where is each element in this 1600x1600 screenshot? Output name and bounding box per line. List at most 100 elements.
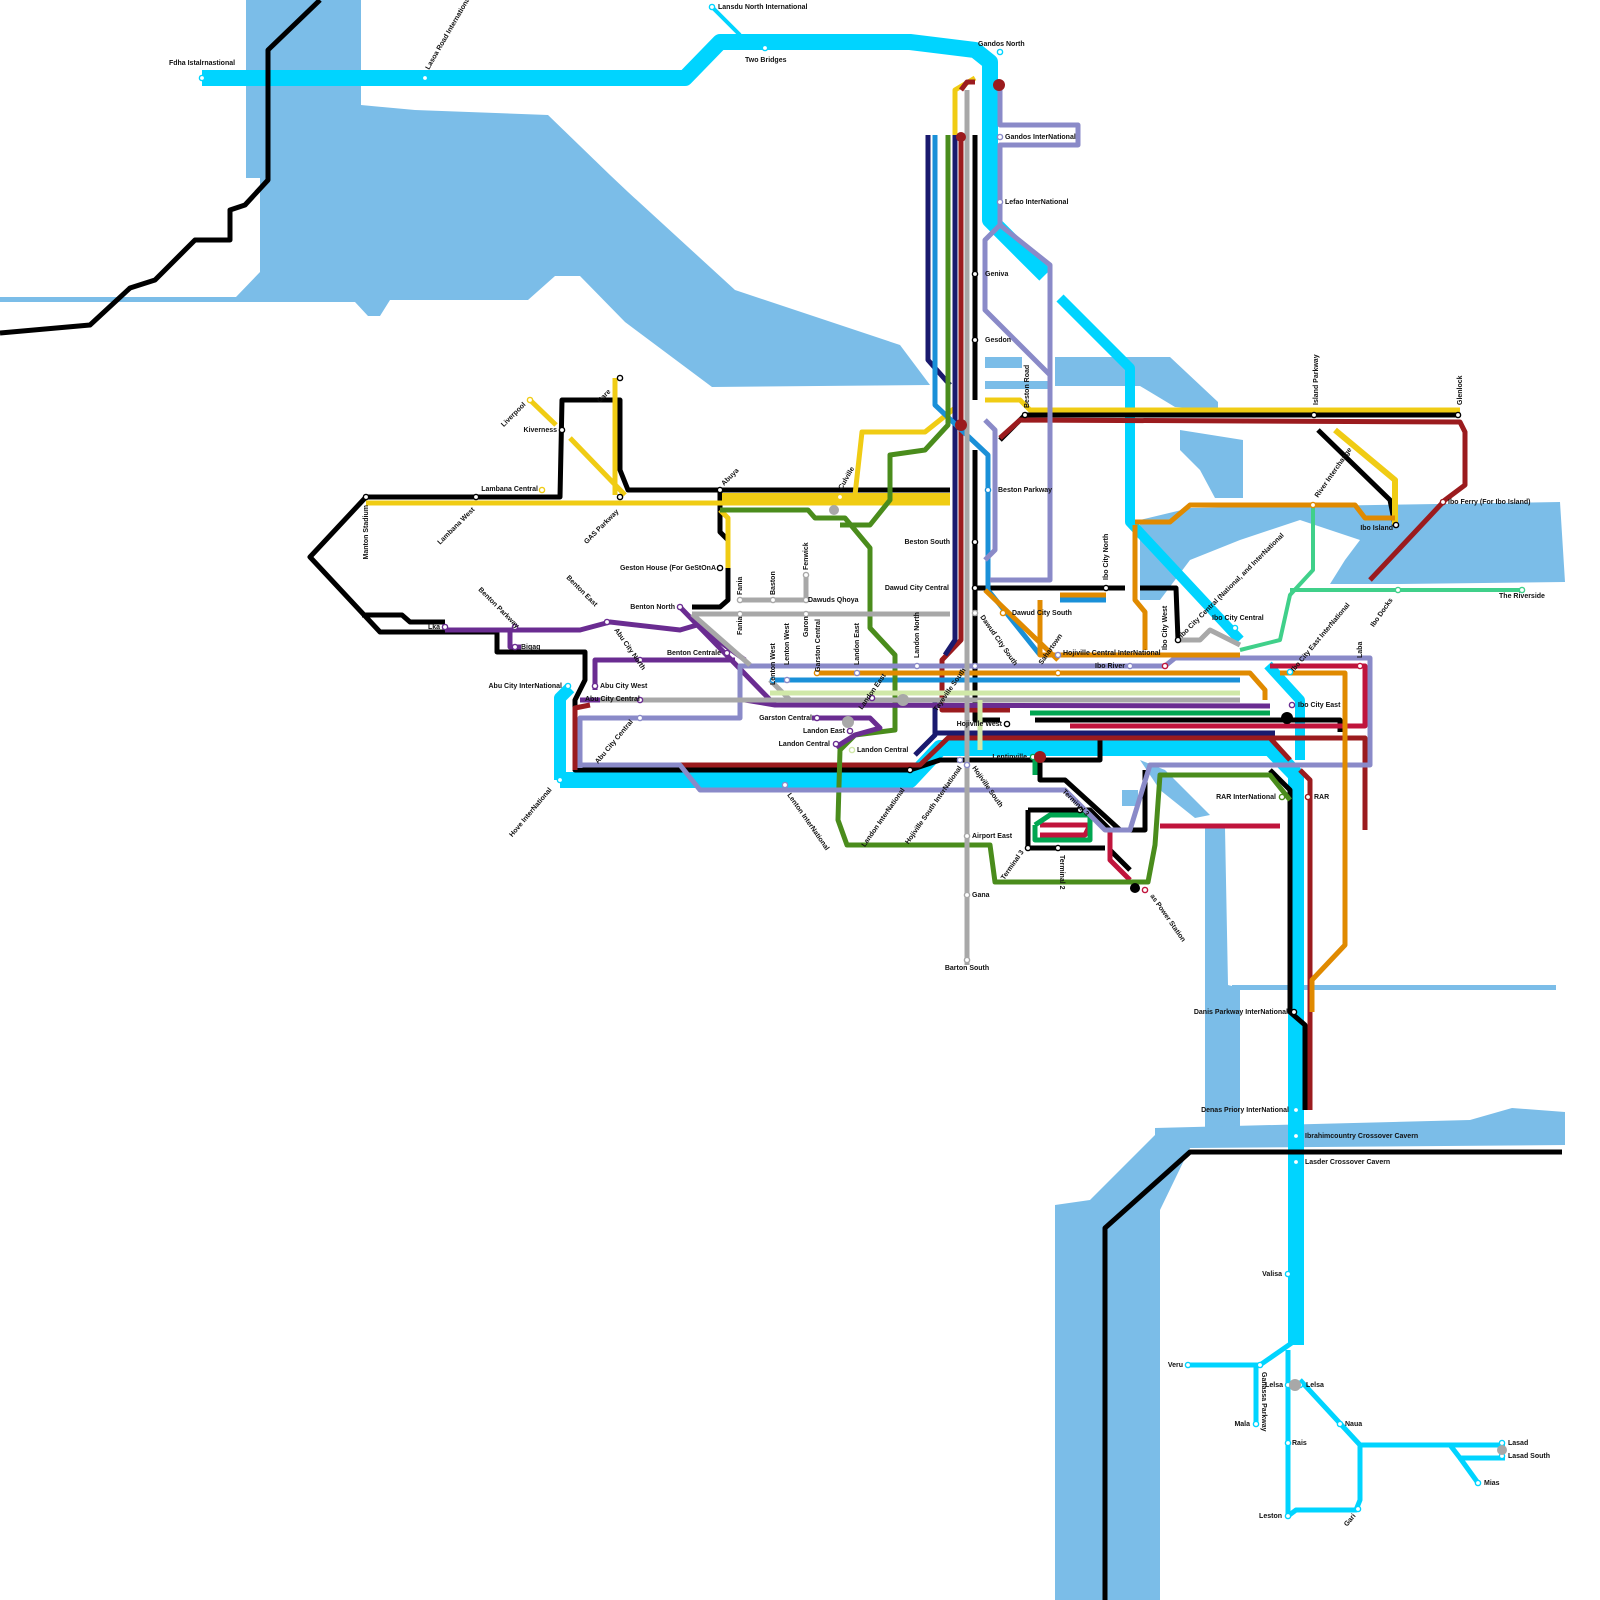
station-marker[interactable]	[736, 610, 744, 618]
station-label[interactable]: Gari	[1343, 1513, 1357, 1528]
station-marker[interactable]	[1256, 1361, 1264, 1369]
station-marker[interactable]	[836, 493, 844, 501]
station-label[interactable]: Gesdon	[985, 337, 1011, 344]
station-label[interactable]: Valisa	[1262, 1271, 1282, 1278]
station-marker[interactable]	[1231, 624, 1239, 632]
station-marker[interactable]	[971, 609, 979, 617]
station-label[interactable]: Ibo Island	[1360, 525, 1393, 532]
station-marker[interactable]	[564, 682, 572, 690]
station-label[interactable]: Fdha Istalrnastional	[169, 60, 235, 67]
station-marker[interactable]	[832, 740, 840, 748]
station-marker[interactable]	[198, 74, 206, 82]
station-marker[interactable]	[996, 48, 1004, 56]
station-marker[interactable]	[723, 649, 731, 657]
station-marker[interactable]	[1286, 668, 1294, 676]
station-label[interactable]: Lambana Central	[481, 486, 538, 493]
station-marker[interactable]	[802, 596, 810, 604]
station-label[interactable]: Garston Central	[815, 619, 822, 672]
station-label[interactable]: Abu City Central	[585, 696, 640, 703]
station-label[interactable]: Glenlock	[1457, 375, 1464, 405]
station-marker[interactable]	[616, 493, 624, 501]
station-label[interactable]: Island Parkway	[1313, 354, 1320, 405]
station-marker[interactable]	[769, 596, 777, 604]
station-label[interactable]: Abuya	[720, 467, 740, 487]
station-marker[interactable]	[1394, 586, 1402, 594]
station-label[interactable]: Naua	[1345, 1421, 1362, 1428]
station-marker[interactable]	[1292, 1158, 1300, 1166]
station-label[interactable]: Laba	[1357, 642, 1364, 658]
station-marker[interactable]	[421, 74, 429, 82]
station-label[interactable]: Kiverness	[524, 427, 558, 434]
station-label[interactable]: Fania	[737, 577, 744, 595]
station-label[interactable]: Denas Priory InterNational	[1201, 1107, 1289, 1114]
station-marker[interactable]	[971, 584, 979, 592]
station-marker[interactable]	[716, 564, 724, 572]
station-marker[interactable]	[1003, 720, 1011, 728]
station-label[interactable]: Lasad	[1508, 1440, 1528, 1447]
station-marker[interactable]	[1278, 793, 1286, 801]
station-label[interactable]: The Riverside	[1499, 593, 1545, 600]
station-label[interactable]: Beston Road	[1024, 365, 1031, 408]
station-label[interactable]: Lelsa	[1265, 1382, 1283, 1389]
station-label[interactable]: RAR InterNational	[1216, 794, 1276, 801]
station-marker[interactable]	[1454, 411, 1462, 419]
station-label[interactable]: as Power Station	[1148, 893, 1186, 943]
station-marker[interactable]	[781, 781, 789, 789]
station-label[interactable]: Ibo City East InterNational	[1290, 602, 1351, 673]
station-marker[interactable]	[1292, 1106, 1300, 1114]
station-marker[interactable]	[996, 198, 1004, 206]
station-label[interactable]: Hojiville West	[957, 721, 1003, 728]
station-label[interactable]: Mias	[1484, 1480, 1500, 1487]
station-marker[interactable]	[1354, 1505, 1362, 1513]
station-label[interactable]: Lentinville	[992, 754, 1027, 761]
station-label[interactable]: Lasoa Road International	[425, 0, 473, 71]
station-marker[interactable]	[1252, 1420, 1260, 1428]
station-marker[interactable]	[636, 656, 644, 664]
station-label[interactable]: Manton Stadium	[363, 505, 370, 559]
station-marker[interactable]	[783, 676, 791, 684]
station-marker[interactable]	[1076, 806, 1084, 814]
station-label[interactable]: Ibo Ferry (For Ibo Island)	[1448, 499, 1530, 506]
station-label[interactable]: River Interchange	[1314, 447, 1354, 500]
station-marker[interactable]	[1054, 669, 1062, 677]
station-marker[interactable]	[1174, 636, 1182, 644]
station-marker[interactable]	[906, 766, 914, 774]
station-marker[interactable]	[1284, 1512, 1292, 1520]
station-label[interactable]: Ibo City East	[1298, 702, 1341, 709]
station-label[interactable]: Benton East	[565, 574, 599, 608]
station-marker[interactable]	[676, 603, 684, 611]
station-label[interactable]: Beston Parkway	[998, 487, 1052, 494]
station-marker[interactable]	[971, 538, 979, 546]
station-marker[interactable]	[616, 374, 624, 382]
station-label[interactable]: Lasder Crossover Cavern	[1305, 1159, 1390, 1166]
station-marker[interactable]	[963, 891, 971, 899]
station-label[interactable]: Hojiville South	[970, 765, 1004, 809]
station-label[interactable]: RAR	[1314, 794, 1329, 801]
station-marker[interactable]	[913, 662, 921, 670]
station-label[interactable]: Abu City Central	[594, 719, 635, 766]
station-label[interactable]: Lefao InterNational	[1005, 199, 1068, 206]
station-marker[interactable]	[1054, 651, 1062, 659]
station-label[interactable]: Fania	[737, 617, 744, 635]
station-marker[interactable]	[996, 133, 1004, 141]
station-marker[interactable]	[956, 756, 964, 764]
station-label[interactable]: Danis Parkway InterNational	[1194, 1009, 1288, 1016]
station-marker[interactable]	[1284, 1439, 1292, 1447]
station-marker[interactable]	[761, 44, 769, 52]
station-marker[interactable]	[1290, 1008, 1298, 1016]
station-marker[interactable]	[971, 662, 979, 670]
station-label[interactable]: Dawuds Qhoya	[808, 597, 859, 604]
station-label[interactable]: Liverpool	[500, 401, 527, 428]
station-label[interactable]: GAS Parkway	[583, 508, 620, 545]
station-marker[interactable]	[999, 609, 1007, 617]
station-label[interactable]: Lenton West	[770, 642, 777, 685]
station-marker[interactable]	[802, 571, 810, 579]
station-marker[interactable]	[971, 270, 979, 278]
station-marker[interactable]	[963, 832, 971, 840]
station-label[interactable]: Leston	[1259, 1513, 1282, 1520]
station-marker[interactable]	[511, 623, 519, 631]
station-marker[interactable]	[1292, 1132, 1300, 1140]
station-label[interactable]: Landon North	[914, 612, 921, 658]
station-label[interactable]: Garston Central	[759, 715, 812, 722]
station-marker[interactable]	[848, 746, 856, 754]
